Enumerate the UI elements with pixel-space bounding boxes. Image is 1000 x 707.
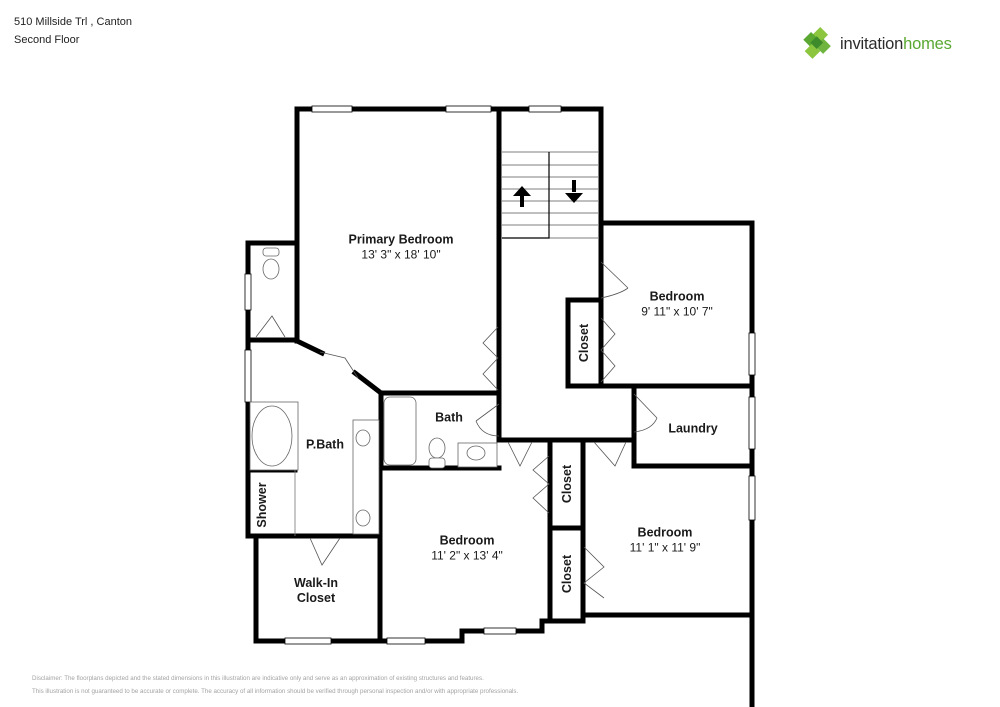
room-closet-ne: Closet xyxy=(577,323,591,363)
room-name: Bedroom xyxy=(649,289,705,304)
room-dimensions: 11' 2" x 13' 4" xyxy=(431,548,503,563)
room-bath: Bath xyxy=(435,410,463,425)
room-shower: Shower xyxy=(255,482,269,528)
room-bedroom-south: Bedroom 11' 2" x 13' 4" xyxy=(431,534,503,563)
room-dimensions: 9' 11" x 10' 7" xyxy=(641,304,713,319)
invitation-homes-logo: invitationhomes xyxy=(798,26,952,62)
room-primary-bedroom: Primary Bedroom 13' 3" x 18' 10" xyxy=(349,233,454,262)
room-name-line2: Closet xyxy=(296,591,336,605)
room-closet-low: Closet xyxy=(560,554,574,594)
clover-logo-icon xyxy=(803,27,831,59)
floor-label: Second Floor xyxy=(14,34,80,46)
room-dimensions: 11' 1" x 11' 9" xyxy=(629,540,701,555)
stairs-up-arrow-icon xyxy=(513,186,531,207)
disclaimer-line-1: Disclaimer: The floorplans depicted and … xyxy=(32,675,484,682)
logo-word-homes: homes xyxy=(903,34,952,53)
room-dimensions: 13' 3" x 18' 10" xyxy=(361,247,441,262)
logo-word-invitation: invitation xyxy=(840,34,904,53)
property-address: 510 Millside Trl , Canton xyxy=(14,16,132,28)
room-closet-mid: Closet xyxy=(560,464,574,504)
room-walkin-closet: Walk-In Closet xyxy=(294,576,338,606)
disclaimer-line-2: This illustration is not guaranteed to b… xyxy=(32,688,519,695)
room-name: Bedroom xyxy=(637,525,693,540)
room-bedroom-se: Bedroom 11' 1" x 11' 9" xyxy=(630,526,701,555)
stairs-down-arrow-icon xyxy=(565,180,583,203)
room-name: Primary Bedroom xyxy=(348,232,454,247)
room-name: Walk-In xyxy=(294,576,338,590)
room-name: Bedroom xyxy=(439,533,495,548)
room-pbath: P.Bath xyxy=(306,437,344,452)
room-bedroom-ne: Bedroom 9' 11" x 10' 7" xyxy=(641,290,713,319)
room-laundry: Laundry xyxy=(668,421,718,436)
